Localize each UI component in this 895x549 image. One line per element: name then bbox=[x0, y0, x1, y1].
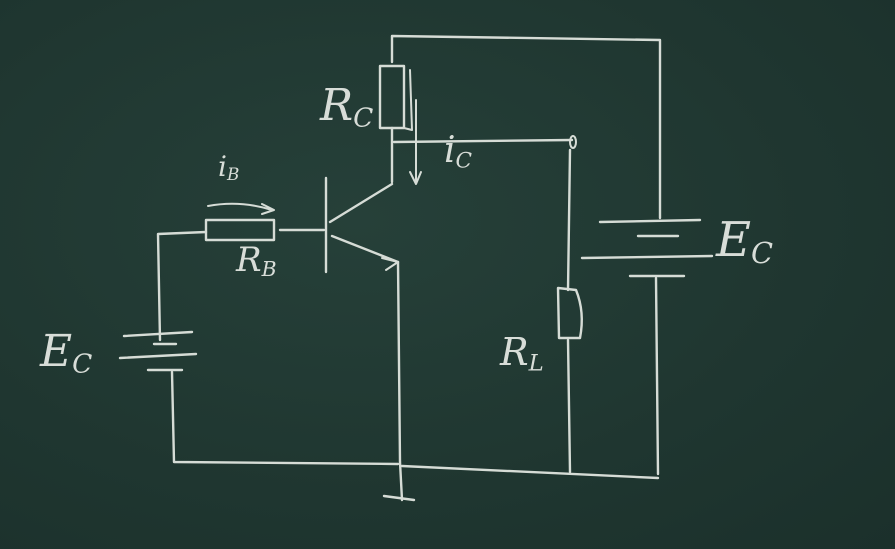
label-ib: iB bbox=[218, 150, 240, 185]
collector-battery-icon bbox=[580, 218, 714, 278]
emitter-wire bbox=[396, 260, 404, 502]
transistor-emitter-leg bbox=[330, 234, 400, 264]
label-rl: RL bbox=[500, 330, 544, 377]
label-rb: RB bbox=[236, 240, 277, 282]
output-terminal bbox=[569, 135, 577, 149]
label-rc: RC bbox=[320, 80, 374, 134]
label-base-supply: EC bbox=[40, 326, 93, 380]
rc-resistor-symbol bbox=[378, 64, 406, 130]
rl-resistor-symbol bbox=[556, 286, 583, 340]
top-wire bbox=[390, 34, 662, 220]
rb-resistor-symbol bbox=[204, 218, 276, 242]
bottom-right-wire bbox=[400, 464, 660, 480]
ground-icon bbox=[382, 494, 416, 502]
base-battery-icon bbox=[118, 330, 198, 372]
bottom-left-wire bbox=[170, 370, 400, 466]
transistor-collector-leg bbox=[328, 182, 394, 224]
label-ic: iC bbox=[444, 130, 473, 174]
label-collector-supply: EC bbox=[716, 212, 774, 271]
output-wire bbox=[392, 138, 574, 144]
ib-arrow-icon bbox=[207, 202, 275, 215]
base-left-wire bbox=[156, 230, 208, 342]
